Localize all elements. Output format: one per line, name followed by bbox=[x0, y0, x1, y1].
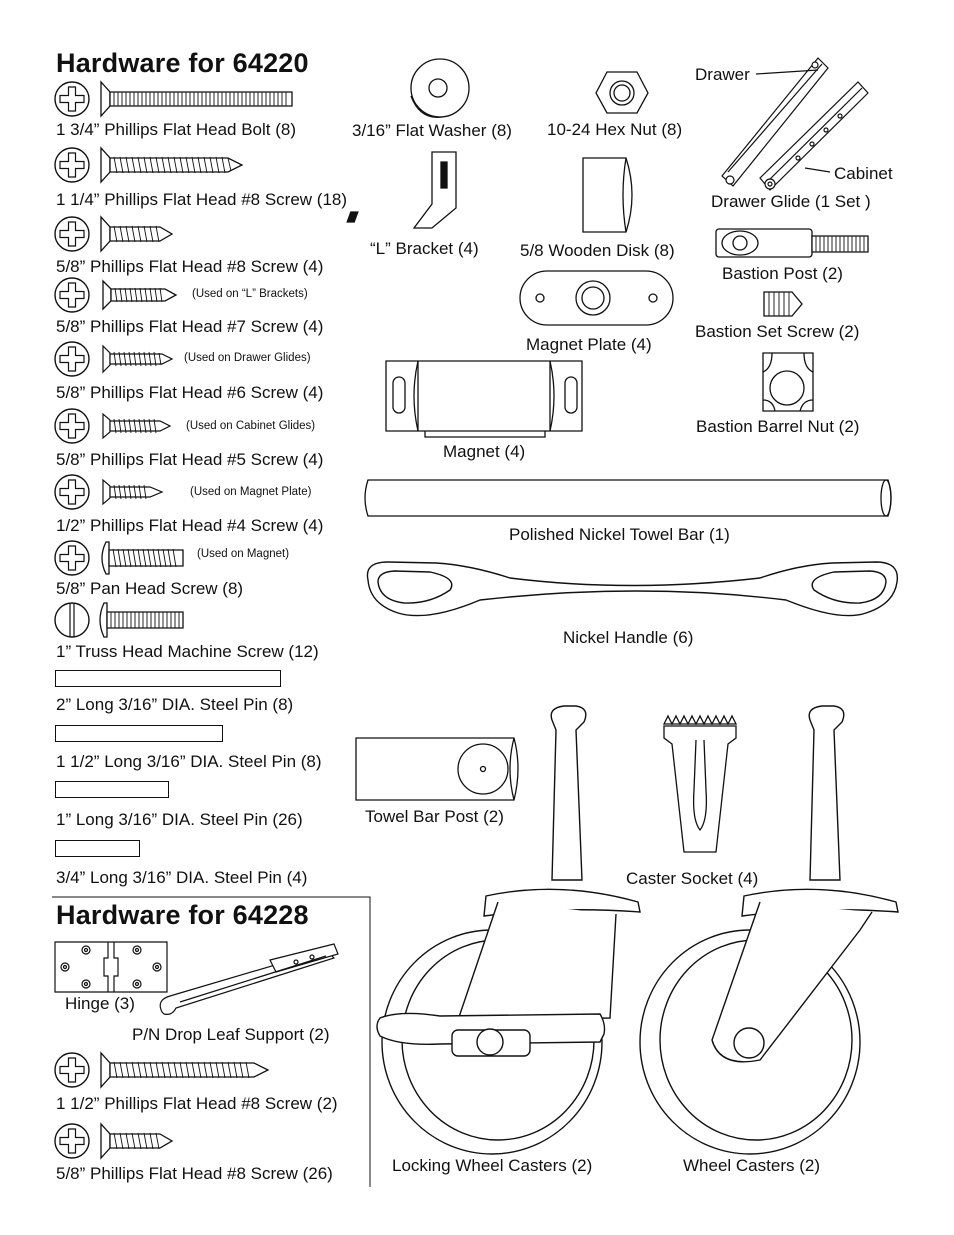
label-magnet: Magnet (4) bbox=[443, 442, 526, 461]
wood-screw-icon bbox=[103, 346, 172, 372]
label-flat-washer: 3/16” Flat Washer (8) bbox=[352, 121, 512, 140]
wood-screw-icon bbox=[103, 281, 176, 309]
phillips-head-icon bbox=[54, 81, 90, 117]
caster-socket-icon bbox=[664, 716, 736, 852]
section-title-64220: Hardware for 64220 bbox=[56, 48, 309, 78]
steel-pin-1in bbox=[55, 781, 169, 798]
label-hinge: Hinge (3) bbox=[65, 994, 135, 1013]
flat-washer-icon bbox=[411, 59, 469, 117]
label-pan-head: 5/8” Pan Head Screw (8) bbox=[56, 579, 244, 598]
locking-caster-icon bbox=[377, 706, 640, 1154]
magnet-icon bbox=[386, 361, 582, 437]
label-cabinet: Cabinet bbox=[834, 164, 893, 183]
wood-screw-icon bbox=[101, 1124, 172, 1158]
note-screw6: (Used on Drawer Glides) bbox=[184, 352, 311, 364]
label-drawer-glide: Drawer Glide (1 Set ) bbox=[711, 192, 871, 211]
l-bracket-icon bbox=[347, 152, 456, 228]
label-towel-bar-post: Towel Bar Post (2) bbox=[365, 807, 504, 826]
label-bolt-1-3-4: 1 3/4” Phillips Flat Head Bolt (8) bbox=[56, 120, 296, 139]
label-bastion-set-screw: Bastion Set Screw (2) bbox=[695, 322, 860, 341]
label-pin-1-1-2: 1 1/2” Long 3/16” DIA. Steel Pin (8) bbox=[56, 752, 322, 771]
label-l-bracket: “L” Bracket (4) bbox=[370, 239, 479, 258]
steel-pin-1-5in bbox=[55, 725, 223, 742]
label-screw8-5-8: 5/8” Phillips Flat Head #8 Screw (4) bbox=[56, 257, 324, 276]
label-pin-1: 1” Long 3/16” DIA. Steel Pin (26) bbox=[56, 810, 303, 829]
note-pan: (Used on Magnet) bbox=[197, 548, 290, 560]
label-pin-3-4: 3/4” Long 3/16” DIA. Steel Pin (4) bbox=[56, 868, 308, 887]
note-screw7: (Used on “L” Brackets) bbox=[192, 288, 308, 300]
label-locking-casters: Locking Wheel Casters (2) bbox=[392, 1156, 593, 1175]
towel-bar-icon bbox=[365, 480, 891, 516]
wood-screw-icon bbox=[101, 1053, 268, 1087]
label-drawer: Drawer bbox=[695, 65, 750, 84]
label-towel-bar: Polished Nickel Towel Bar (1) bbox=[509, 525, 730, 544]
label-screw5-5-8: 5/8” Phillips Flat Head #5 Screw (4) bbox=[56, 450, 324, 469]
drawer-glide-icon bbox=[722, 58, 868, 190]
section-title-64228: Hardware for 64228 bbox=[56, 900, 309, 930]
pan-head-screw-icon bbox=[102, 542, 183, 574]
label-bastion-post: Bastion Post (2) bbox=[722, 264, 843, 283]
label-screw8-1-1-4: 1 1/4” Phillips Flat Head #8 Screw (18) bbox=[56, 190, 348, 209]
wheel-caster-icon bbox=[640, 706, 898, 1154]
label-nickel-handle: Nickel Handle (6) bbox=[563, 628, 694, 647]
label-screw6-5-8: 5/8” Phillips Flat Head #6 Screw (4) bbox=[56, 383, 324, 402]
label-wooden-disk: 5/8 Wooden Disk (8) bbox=[520, 241, 675, 260]
flat-head-bolt-icon bbox=[101, 82, 292, 116]
label-wheel-casters: Wheel Casters (2) bbox=[683, 1156, 820, 1175]
wood-screw-icon bbox=[101, 148, 242, 182]
wood-screw-icon bbox=[101, 217, 172, 251]
section-frame bbox=[52, 897, 370, 1187]
magnet-plate-icon bbox=[520, 271, 673, 325]
label-pin-2: 2” Long 3/16” DIA. Steel Pin (8) bbox=[56, 695, 294, 714]
note-screw5: (Used on Cabinet Glides) bbox=[186, 420, 316, 432]
label-screw8-5-8-b: 5/8” Phillips Flat Head #8 Screw (26) bbox=[56, 1164, 333, 1183]
wood-screw-icon bbox=[103, 480, 162, 504]
steel-pin-0-75in bbox=[55, 840, 140, 857]
label-screw7-5-8: 5/8” Phillips Flat Head #7 Screw (4) bbox=[56, 317, 324, 336]
bastion-post-icon bbox=[716, 229, 868, 257]
bastion-barrel-nut-icon bbox=[763, 353, 813, 411]
hinge-icon bbox=[55, 942, 167, 992]
note-screw4: (Used on Magnet Plate) bbox=[190, 486, 312, 498]
nickel-handle-icon bbox=[367, 562, 897, 616]
label-bastion-barrel-nut: Bastion Barrel Nut (2) bbox=[696, 417, 860, 436]
label-screw8-1-1-2: 1 1/2” Phillips Flat Head #8 Screw (2) bbox=[56, 1094, 338, 1113]
label-screw4-1-2: 1/2” Phillips Flat Head #4 Screw (4) bbox=[56, 516, 324, 535]
wooden-disk-icon bbox=[583, 158, 632, 232]
label-magnet-plate: Magnet Plate (4) bbox=[526, 335, 652, 354]
steel-pin-2in bbox=[55, 670, 281, 687]
drop-leaf-support-icon bbox=[160, 944, 338, 1014]
hex-nut-icon bbox=[596, 72, 648, 113]
label-hex-nut: 10-24 Hex Nut (8) bbox=[547, 120, 683, 139]
label-truss-head: 1” Truss Head Machine Screw (12) bbox=[56, 642, 319, 661]
label-caster-socket: Caster Socket (4) bbox=[626, 869, 759, 888]
slotted-head-icon bbox=[54, 602, 90, 638]
wood-screw-icon bbox=[103, 414, 170, 438]
towel-bar-post-icon bbox=[356, 738, 518, 800]
bastion-set-screw-icon bbox=[764, 292, 802, 316]
truss-head-screw-icon bbox=[100, 603, 183, 637]
label-drop-leaf-support: P/N Drop Leaf Support (2) bbox=[132, 1025, 330, 1044]
